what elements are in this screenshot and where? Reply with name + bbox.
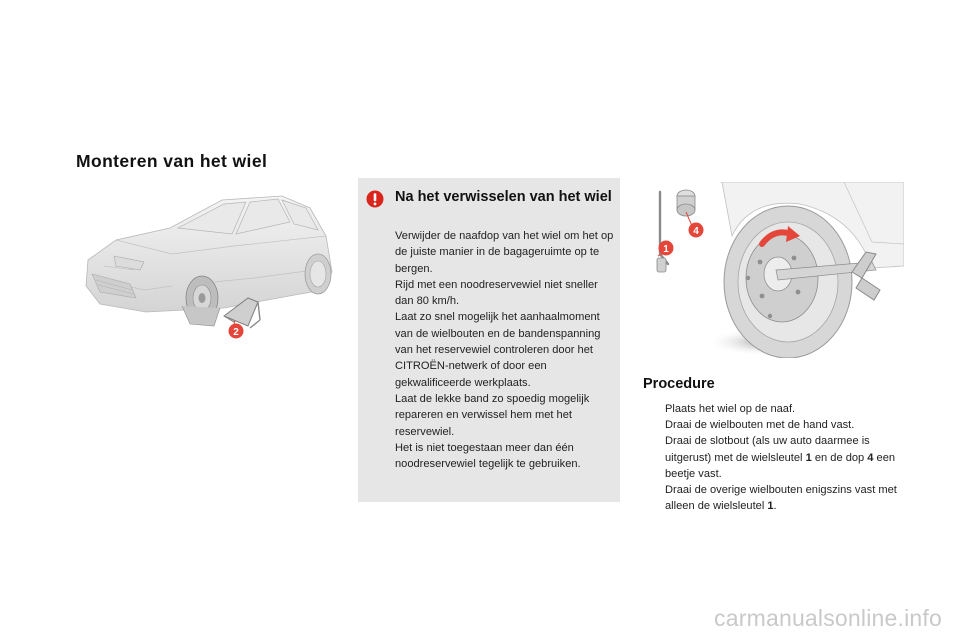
warning-paragraph: Rijd met een noodreservewiel niet snelle… [395, 278, 598, 308]
procedure-title: Procedure [643, 376, 715, 392]
warning-text: Verwijder de naafdop van het wiel om het… [395, 228, 615, 472]
page-title: Monteren van het wiel [76, 151, 268, 171]
part-reference: 1 [805, 451, 812, 464]
step-text: Draai de slotbout (als uw auto daarmee i… [665, 435, 870, 464]
exclamation-icon [366, 190, 384, 208]
callout-2-label: 2 [233, 327, 239, 338]
procedure-step: Plaats het wiel op de naaf. [643, 401, 913, 417]
watermark: carmanualsonline.info [714, 605, 942, 631]
warning-paragraph: Verwijder de naafdop van het wiel om het… [395, 230, 614, 275]
procedure-step: Draai de overige wielbouten enigszins va… [643, 482, 913, 514]
step-text: Draai de overige wielbouten enigszins va… [665, 484, 897, 513]
warning-box: Na het verwisselen van het wiel Verwijde… [358, 178, 620, 502]
callout-1-label: 1 [663, 244, 669, 255]
procedure-step: Draai de wielbouten met de hand vast. [643, 417, 913, 433]
step-text: een beetje vast. [665, 451, 896, 480]
procedure-steps: Plaats het wiel op de naaf. Draai de wie… [643, 401, 913, 514]
callout-4-label: 4 [693, 226, 699, 237]
wheel-fitting-illustration: 1 4 [656, 182, 904, 358]
step-text: . [773, 500, 777, 513]
part-reference: 1 [767, 500, 774, 513]
step-text: Draai de wielbouten met de hand vast. [665, 419, 855, 432]
car-jack-illustration: 2 [85, 195, 333, 339]
warning-title: Na het verwisselen van het wiel [395, 189, 612, 205]
warning-paragraph: Laat zo snel mogelijk het aanhaalmoment … [395, 311, 601, 389]
warning-paragraph: Het is niet toegestaan meer dan één nood… [395, 441, 581, 471]
warning-paragraph: Laat de lekke band zo spoedig mogelijk r… [395, 392, 590, 438]
step-text: Plaats het wiel op de naaf. [665, 403, 796, 415]
step-text: en de dop [811, 451, 868, 464]
part-reference: 4 [867, 451, 874, 464]
procedure-step: Draai de slotbout (als uw auto daarmee i… [643, 433, 913, 482]
